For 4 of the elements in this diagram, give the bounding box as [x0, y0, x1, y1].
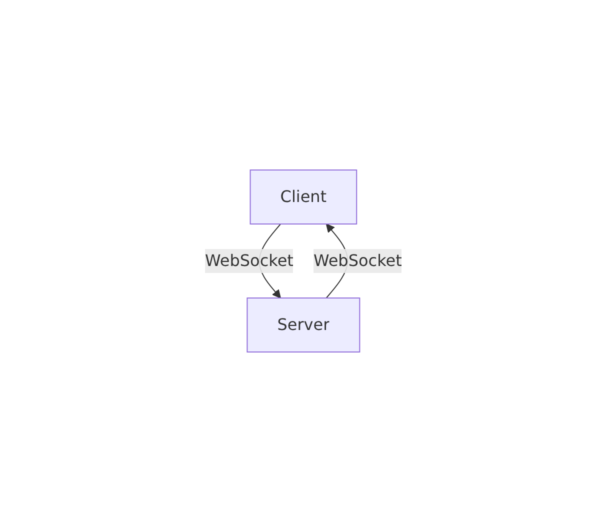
node-box: Client	[250, 169, 358, 224]
edge-label: WebSocket	[314, 250, 402, 270]
edge-label: WebSocket	[205, 250, 294, 270]
node-box: Server	[246, 297, 360, 352]
